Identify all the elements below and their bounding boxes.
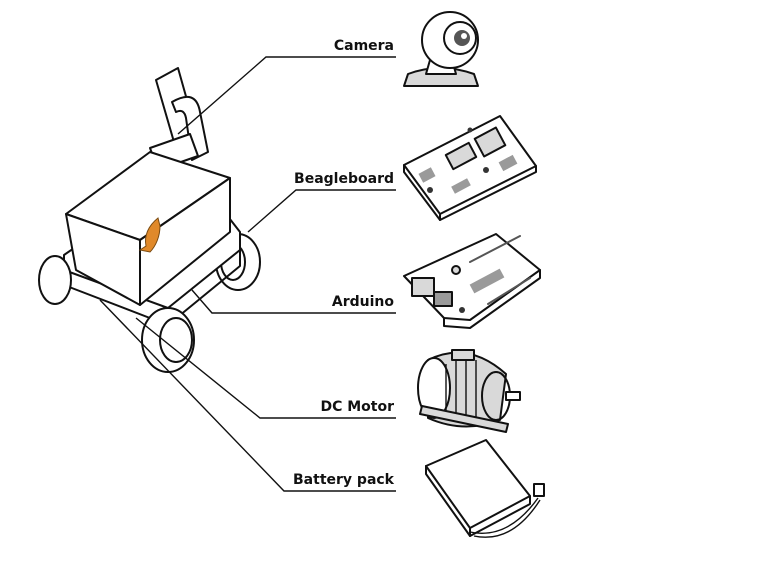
label-dc-motor: DC Motor xyxy=(320,399,394,415)
label-arduino: Arduino xyxy=(332,294,394,310)
label-battery-pack: Battery pack xyxy=(293,472,395,488)
connector-lines xyxy=(99,56,396,492)
beagleboard-icon xyxy=(403,115,537,221)
label-beagleboard: Beagleboard xyxy=(294,171,394,187)
label-camera: Camera xyxy=(334,38,394,54)
arduino-icon xyxy=(403,233,541,329)
robot-cart-icon xyxy=(38,67,261,373)
battery-pack-icon xyxy=(425,439,545,538)
webcam-icon xyxy=(403,11,479,87)
fish-sticker-icon xyxy=(138,217,161,253)
dc-motor-icon xyxy=(417,349,521,433)
